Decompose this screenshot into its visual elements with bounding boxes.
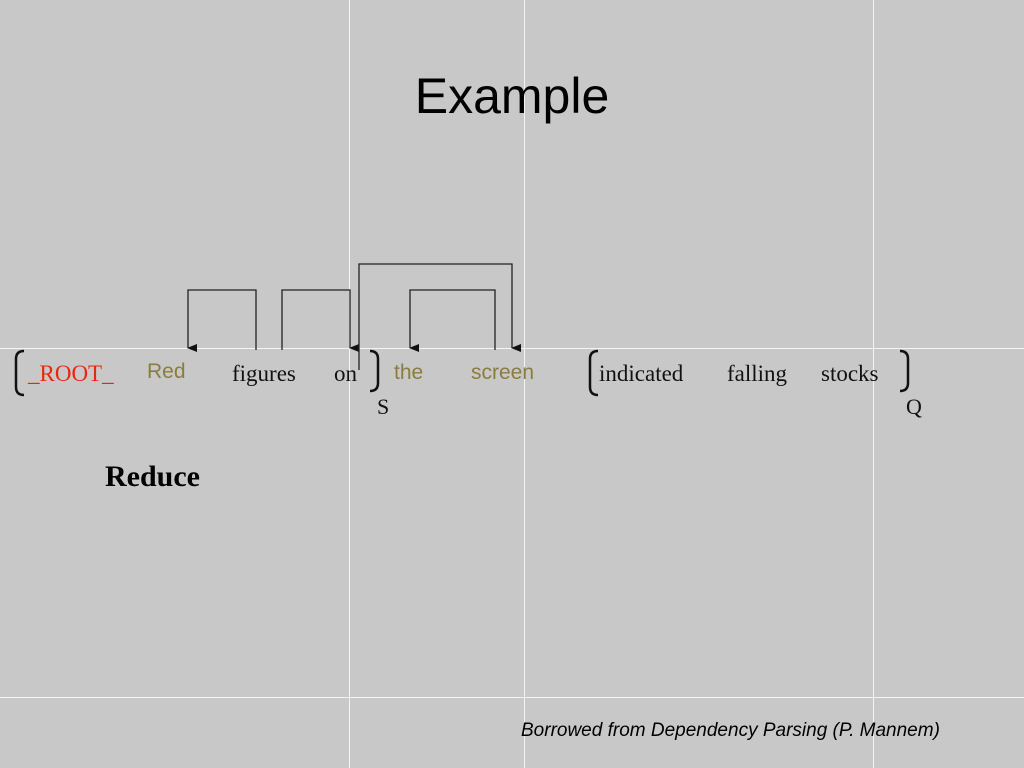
stack-label: S <box>377 394 390 419</box>
word-figures: figures <box>232 361 296 386</box>
grid-line-horizontal <box>0 697 1024 698</box>
word-screen: screen <box>471 361 535 384</box>
word-stocks: stocks <box>821 361 879 386</box>
word-falling: falling <box>727 361 788 386</box>
action-label: Reduce <box>105 460 200 493</box>
stack-open-bracket <box>14 349 25 397</box>
word-on: on <box>334 361 357 386</box>
credit-caption: Borrowed from Dependency Parsing (P. Man… <box>521 720 940 741</box>
arc-screen-the <box>409 289 496 352</box>
word-red: Red <box>147 360 186 383</box>
stack-close-bracket <box>369 349 380 393</box>
arc-figures-red <box>187 289 257 352</box>
grid-line-vertical <box>873 0 874 768</box>
queue-label: Q <box>906 394 922 419</box>
arc-on-screen <box>358 263 521 370</box>
queue-open-bracket <box>588 349 599 397</box>
queue-close-bracket <box>899 349 910 393</box>
word-indicated: indicated <box>599 361 684 386</box>
grid-line-vertical <box>349 0 350 768</box>
word-root: _ROOT_ <box>28 361 114 386</box>
slide-title: Example <box>414 68 610 124</box>
grid-line-vertical <box>524 0 525 768</box>
word-the: the <box>394 361 424 384</box>
arc-figures-on <box>281 289 359 352</box>
